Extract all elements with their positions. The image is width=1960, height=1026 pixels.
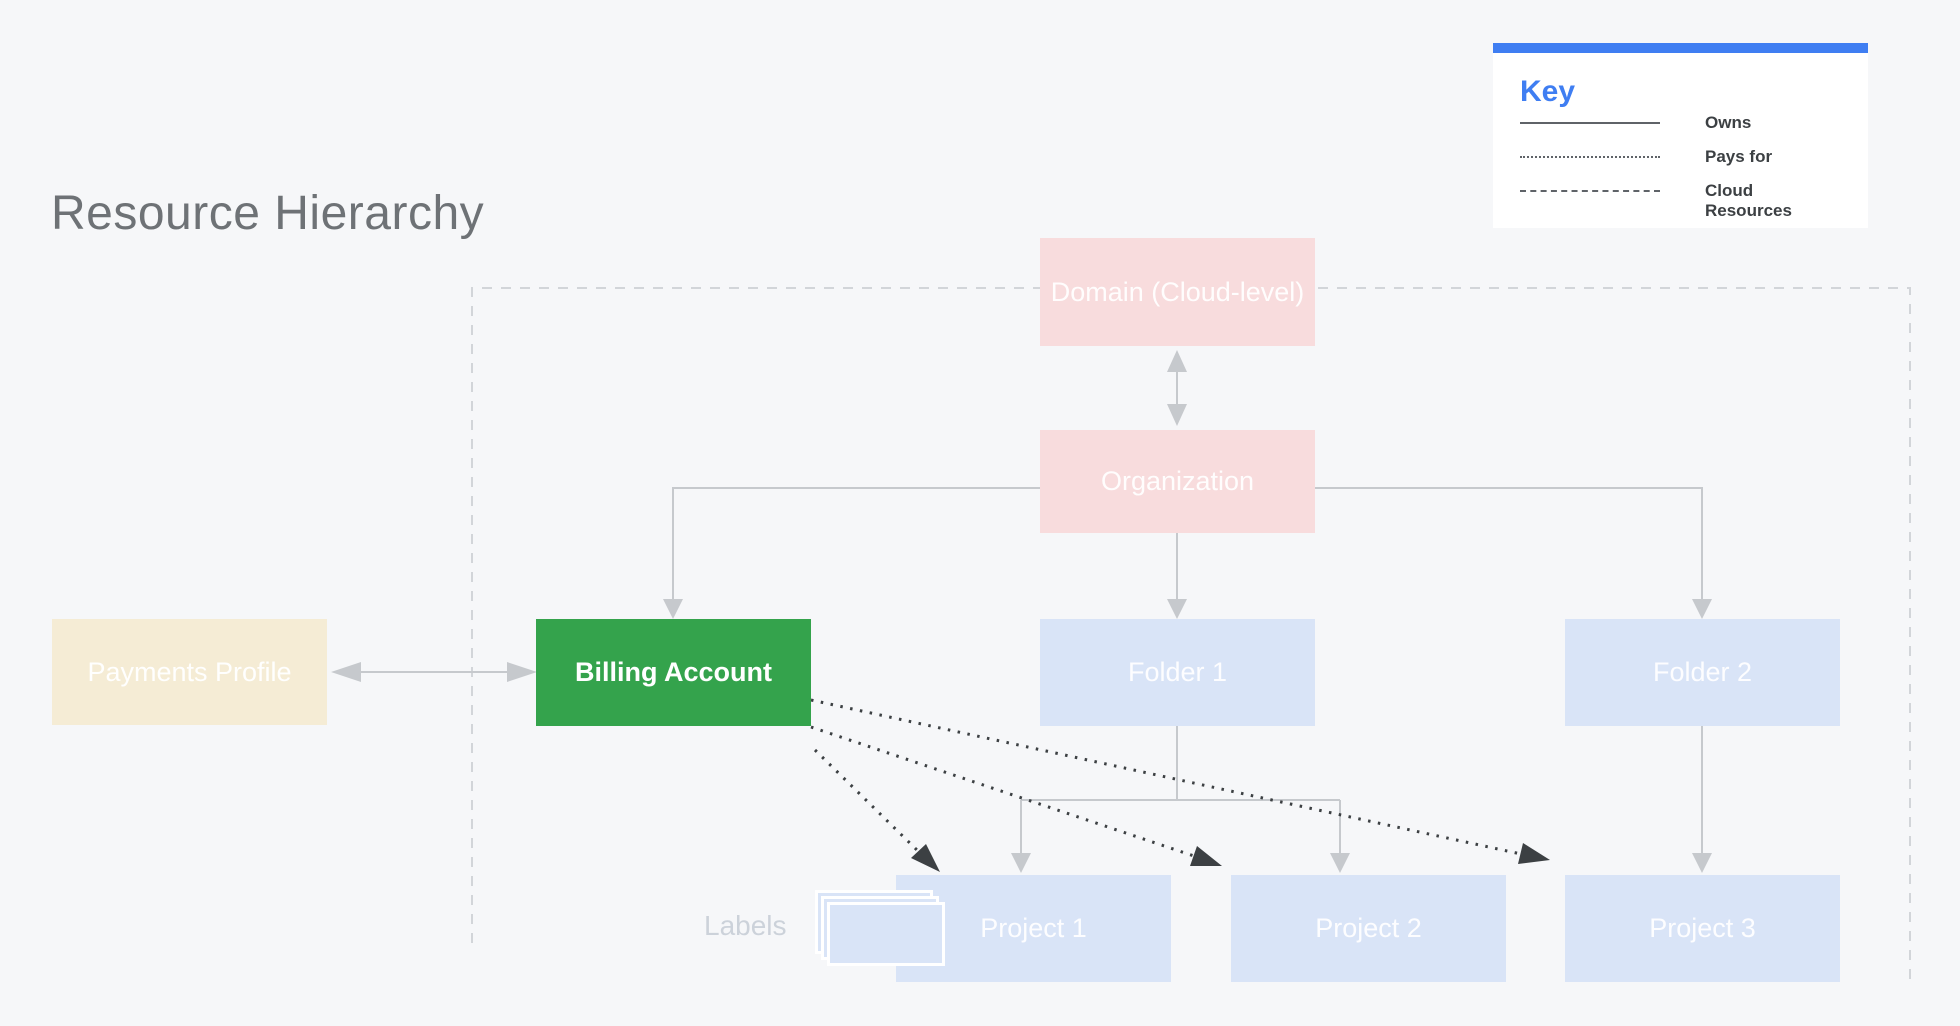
tag-card-front [827,902,945,966]
key-label-owns: Owns [1705,113,1752,132]
node-project-3: Project 3 [1565,875,1840,982]
key-body: Key Owns Pays for Cloud Resources [1493,53,1868,228]
labels-caption: Labels [704,910,787,941]
node-folder-1: Folder 1 [1040,619,1315,726]
key-label-pays-for: Pays for [1705,147,1773,166]
node-folder-1-label: Folder 1 [1127,657,1228,687]
node-project-3-label: Project 3 [1649,913,1756,943]
key-accent-bar [1493,43,1868,53]
node-project-2-label: Project 2 [1315,913,1422,943]
owns-connectors [331,350,1712,873]
node-billing-account-label: Billing Account [575,657,772,687]
node-folder-2-label: Folder 2 [1652,657,1753,687]
node-payments-profile: Payments Profile [52,619,327,725]
key-row-pays-for: Pays for [1520,147,1858,167]
key-row-cloud-resources: Cloud Resources [1520,181,1858,221]
key-panel: Key Owns Pays for Cloud Resources [1493,43,1868,228]
solid-line-sample [1520,122,1660,124]
node-domain: Domain (Cloud-level) [1040,238,1315,346]
node-billing-account: Billing Account [536,619,811,726]
node-project-1-label: Project 1 [980,913,1087,943]
dotted-line-sample [1520,156,1660,158]
dashed-line-sample [1520,190,1660,192]
key-heading: Key [1520,75,1576,108]
node-domain-label: Domain (Cloud-level) [1050,276,1305,307]
node-project-2: Project 2 [1231,875,1506,982]
key-row-owns: Owns [1520,113,1858,133]
node-organization: Organization [1040,430,1315,533]
node-folder-2: Folder 2 [1565,619,1840,726]
pays-for-arrows [810,698,1550,872]
node-organization-label: Organization [1100,466,1255,496]
page-title: Resource Hierarchy [51,187,485,240]
node-payments-profile-label: Payments Profile [87,656,292,687]
key-label-cloud-resources: Cloud Resources [1705,181,1792,220]
